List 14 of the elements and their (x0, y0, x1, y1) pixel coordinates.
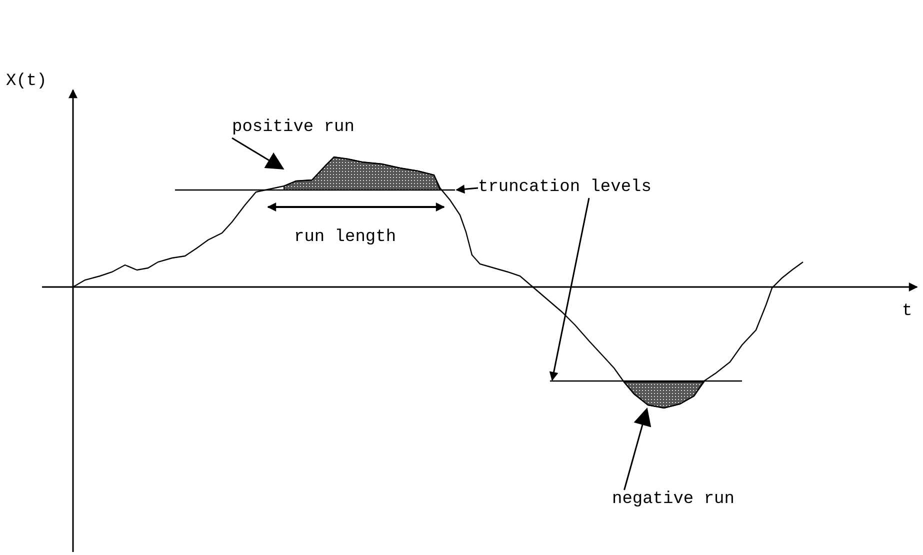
truncation-level-line (550, 380, 742, 382)
truncation-level-line (175, 189, 455, 191)
negative-run-area (622, 382, 705, 409)
leader-line (456, 184, 478, 194)
leader-line (232, 137, 284, 170)
axis-label: X(t) (6, 72, 47, 92)
callout-text: positive run (232, 118, 354, 138)
leader-line (549, 198, 590, 381)
axis-label: t (902, 302, 912, 322)
callout-text: negative run (612, 490, 734, 510)
positive-run-area (284, 156, 441, 190)
axis-label: run length (294, 228, 396, 248)
callout-text: truncation levels (478, 178, 652, 198)
leader-line (624, 408, 652, 490)
